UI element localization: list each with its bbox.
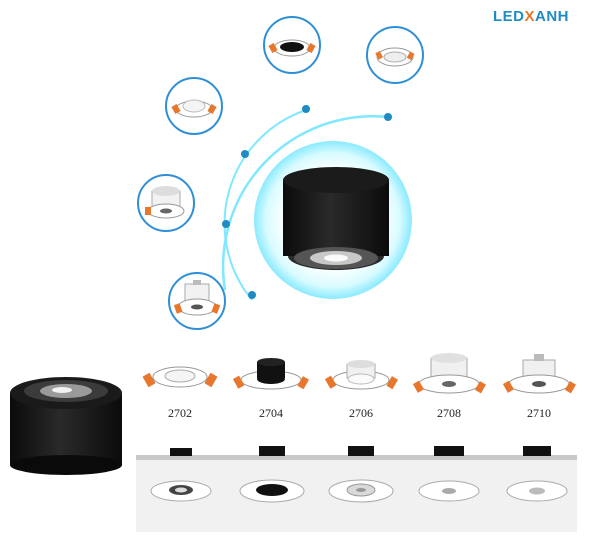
brand-logo: LEDXANH — [493, 8, 570, 25]
orbit-dot — [302, 105, 310, 113]
orbit-dot — [248, 291, 256, 299]
installed-2704 — [239, 446, 305, 503]
model-2702-icon — [142, 366, 218, 388]
model-2706-icon — [324, 360, 398, 390]
model-2710-icon — [502, 354, 576, 394]
thumb-black-downlight — [263, 16, 321, 74]
product-cylinder-large — [10, 377, 122, 475]
model-label-2706: 2706 — [349, 406, 373, 420]
thumb-white-gimbal — [366, 26, 424, 84]
thumb-white-tall-rim — [168, 272, 226, 330]
model-2708-icon — [412, 353, 486, 394]
thumb-white-tall — [137, 174, 195, 232]
installed-2710 — [506, 446, 568, 502]
installed-2706 — [328, 446, 394, 503]
model-label-2704: 2704 — [259, 406, 283, 420]
orbit-dot — [241, 150, 249, 158]
model-2704-icon — [232, 358, 309, 390]
orbit-dot — [384, 113, 392, 121]
model-label-2708: 2708 — [437, 406, 461, 420]
thumb-white-ring — [165, 77, 223, 135]
model-label-2710: 2710 — [527, 406, 551, 420]
model-label-2702: 2702 — [168, 406, 192, 420]
model-icons-row — [142, 353, 576, 394]
installed-fixtures — [150, 446, 568, 503]
center-downlight — [283, 167, 389, 270]
orbit-dot — [222, 220, 230, 228]
installed-2702 — [150, 448, 212, 502]
installed-2708 — [418, 446, 480, 502]
